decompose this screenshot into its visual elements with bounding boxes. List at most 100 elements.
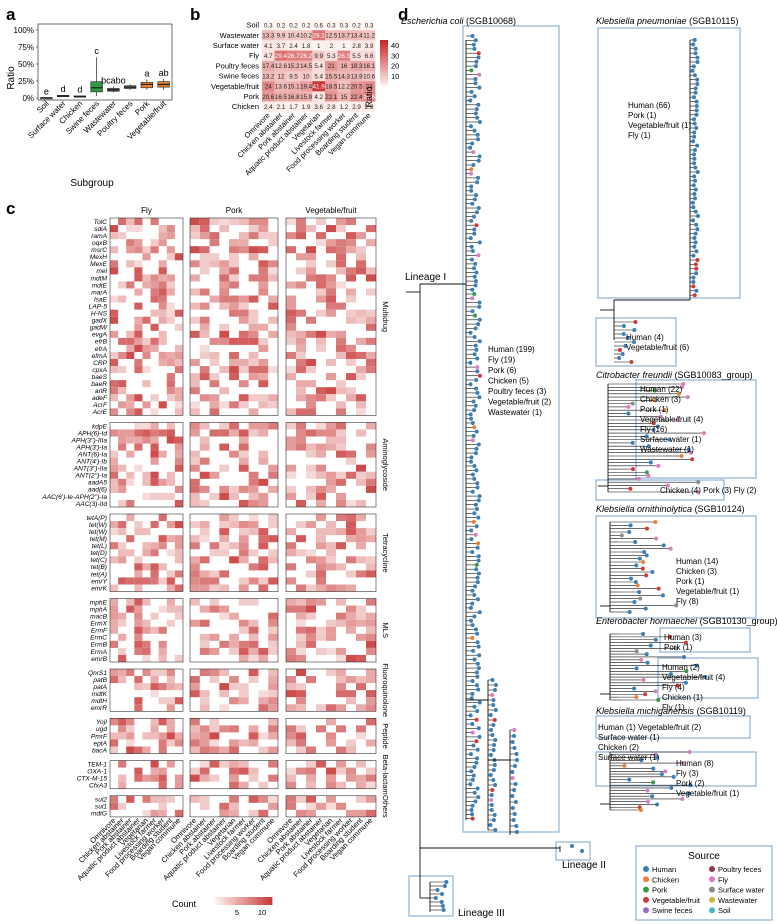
panel-c-cell bbox=[356, 676, 366, 684]
tree-tip bbox=[475, 631, 480, 636]
panel-c-cell bbox=[174, 556, 183, 564]
tree-tip bbox=[694, 112, 699, 117]
tree-tip bbox=[680, 796, 685, 801]
panel-b-legend-swatch bbox=[380, 60, 388, 64]
panel-c-cell bbox=[248, 373, 259, 381]
panel-c-cell bbox=[346, 316, 356, 324]
panel-b-cell bbox=[362, 30, 376, 41]
panel-c-cell bbox=[238, 337, 249, 345]
panel-c-cell bbox=[166, 725, 175, 733]
panel-c-cell bbox=[199, 647, 210, 655]
panel-c-cell bbox=[356, 556, 366, 564]
panel-b-legend-swatch bbox=[380, 79, 388, 82]
panel-c-cell bbox=[166, 577, 175, 585]
panel-c-cell bbox=[118, 760, 127, 768]
panel-c-cell bbox=[142, 281, 151, 289]
panel-b-cell-value: 0.2 bbox=[289, 22, 298, 29]
panel-c-cell bbox=[356, 309, 366, 317]
panel-c-cell bbox=[296, 809, 306, 817]
panel-c-cell bbox=[118, 647, 127, 655]
tree-tip bbox=[695, 170, 700, 174]
panel-c-cell bbox=[219, 302, 230, 310]
panel-c-cell bbox=[229, 373, 239, 381]
source-legend-frame bbox=[635, 845, 773, 921]
tree-tip bbox=[513, 800, 518, 804]
panel-b-cell-value: 9.5 bbox=[289, 73, 298, 80]
panel-c-cell bbox=[316, 443, 326, 451]
panel-c-cell bbox=[326, 549, 336, 557]
tree-tip bbox=[472, 584, 477, 589]
tree-tip bbox=[693, 86, 698, 91]
panel-c-gene-label: aadA5 bbox=[88, 480, 107, 487]
panel-c-cell bbox=[248, 669, 259, 677]
panel-c-cell bbox=[174, 401, 183, 409]
panel-b-legend-tick: 10 bbox=[391, 72, 399, 81]
panel-c-cell bbox=[248, 408, 259, 416]
panel-c-cell bbox=[209, 633, 220, 641]
panel-c-cell bbox=[118, 718, 127, 726]
source-legend-dot bbox=[643, 896, 649, 903]
panel-c-cell bbox=[158, 697, 167, 705]
panel-c-cell bbox=[268, 760, 278, 768]
panel-b-cell bbox=[350, 91, 363, 102]
panel-c-cell bbox=[326, 563, 336, 571]
panel-c-cell bbox=[199, 344, 210, 352]
panel-c-cell bbox=[118, 295, 127, 303]
panel-c-cell bbox=[174, 351, 183, 359]
panel-c-cell bbox=[248, 774, 259, 782]
clade-box bbox=[597, 27, 741, 299]
panel-c-cell bbox=[209, 239, 220, 247]
panel-c-cell bbox=[356, 429, 366, 437]
panel-c-cell bbox=[296, 387, 306, 395]
panel-c-cell bbox=[268, 302, 278, 310]
panel-c-cell bbox=[134, 330, 143, 338]
tree-tip bbox=[472, 593, 477, 597]
panel-c-cell bbox=[306, 570, 316, 578]
panel-c-cell bbox=[366, 366, 376, 374]
panel-c-cell bbox=[166, 478, 175, 486]
tree-tip bbox=[469, 218, 474, 223]
tree-tip bbox=[470, 296, 475, 301]
panel-c-cell bbox=[229, 676, 239, 684]
panel-c-gene-label: QnrS1 bbox=[88, 670, 107, 677]
panel-b-legend-swatch bbox=[380, 51, 388, 55]
panel-c-cell bbox=[346, 274, 356, 282]
panel-c-cell bbox=[110, 795, 119, 803]
panel-c-gene-label: efrB bbox=[95, 339, 108, 346]
panel-c-cell bbox=[296, 351, 306, 359]
panel-c-cell bbox=[174, 535, 183, 543]
panel-c-cell bbox=[126, 598, 135, 606]
panel-c-cell bbox=[166, 246, 175, 254]
panel-c-cell bbox=[118, 549, 127, 557]
tree-tip bbox=[476, 158, 481, 163]
panel-c-cell bbox=[258, 647, 269, 655]
tree-tip bbox=[472, 425, 477, 430]
panel-c-cell bbox=[366, 704, 376, 712]
panel-c-cell bbox=[126, 281, 135, 289]
panel-c-cell bbox=[126, 246, 135, 254]
panel-b-row-label: Soil bbox=[246, 21, 259, 30]
panel-c-cell bbox=[336, 450, 346, 458]
panel-c-gene-label: mdtH bbox=[91, 698, 107, 705]
tree-tip bbox=[473, 451, 478, 456]
tree-tip bbox=[468, 360, 473, 365]
panel-b-cell-value: 16 bbox=[340, 63, 347, 70]
panel-c-cell bbox=[166, 492, 175, 500]
panel-c-cell bbox=[190, 577, 200, 585]
tree-tip bbox=[659, 772, 664, 777]
panel-c-group-frame bbox=[285, 598, 377, 663]
tree-tip bbox=[675, 418, 680, 422]
panel-c-cell bbox=[110, 605, 119, 613]
panel-c-cell bbox=[306, 359, 316, 367]
panel-c-cell bbox=[134, 619, 143, 627]
tree-tip bbox=[653, 637, 658, 642]
panel-c-cell bbox=[316, 570, 326, 578]
panel-c-cell bbox=[118, 281, 127, 289]
panel-c-cell bbox=[248, 521, 259, 529]
panel-c-cell bbox=[238, 218, 249, 226]
panel-c-cell bbox=[268, 676, 278, 684]
panel-c-cell bbox=[118, 633, 127, 641]
tree-tip bbox=[695, 227, 700, 232]
panel-c-cell bbox=[326, 781, 336, 789]
panel-c-cell bbox=[219, 521, 230, 529]
